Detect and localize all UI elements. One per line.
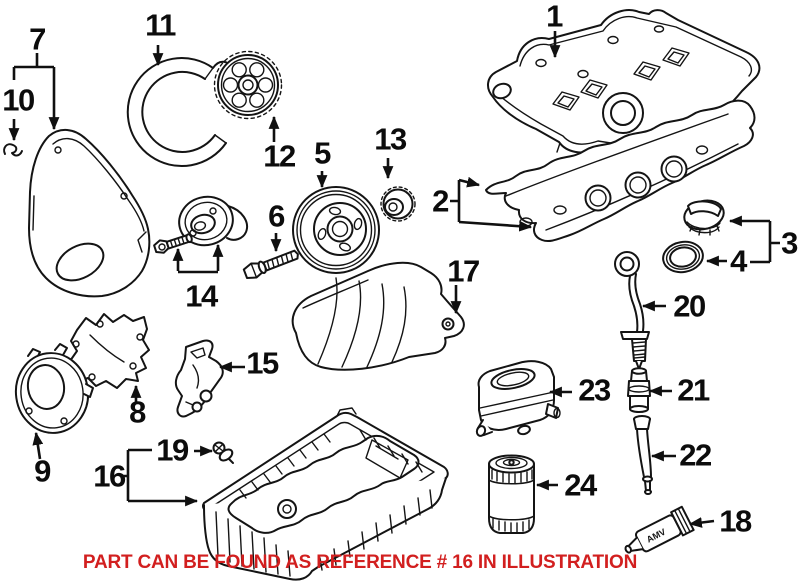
dipstick-drawing <box>614 251 650 370</box>
part-ref-5: 5 <box>314 135 331 171</box>
camshaft-gear-drawing <box>213 50 283 120</box>
part-ref-2: 2 <box>432 183 449 219</box>
small-gear-drawing <box>380 186 416 222</box>
valve-cover-gasket-drawing <box>485 99 756 243</box>
cap-seal-drawing <box>662 240 704 274</box>
part-ref-17: 17 <box>447 253 480 289</box>
clip-drawing <box>3 143 23 157</box>
timing-belt-drawing <box>126 57 233 167</box>
drain-plug-drawing <box>212 441 234 464</box>
part-ref-19: 19 <box>156 432 189 468</box>
sealant-tube-drawing: AMV <box>624 505 695 554</box>
part-ref-10: 10 <box>2 82 35 118</box>
tensioner-drawing <box>153 195 248 254</box>
oil-cooler-drawing <box>475 360 561 437</box>
part-ref-8: 8 <box>129 394 146 430</box>
dipstick-tube-drawing <box>633 415 653 495</box>
seal-plate-drawing <box>14 343 94 434</box>
part-ref-18: 18 <box>719 503 752 539</box>
part-ref-6: 6 <box>268 198 285 234</box>
part-ref-15: 15 <box>246 345 279 381</box>
part-ref-21: 21 <box>677 372 710 408</box>
part-ref-3: 3 <box>781 225 798 261</box>
oil-filler-cap-drawing <box>683 199 725 236</box>
pulley-bolt-drawing <box>242 249 299 279</box>
reference-note: PART CAN BE FOUND AS REFERENCE # 16 IN I… <box>82 552 638 573</box>
part-ref-22: 22 <box>679 437 712 473</box>
crankshaft-pulley-drawing <box>292 186 380 274</box>
oil-pan-drawing <box>202 407 449 581</box>
part-ref-24: 24 <box>564 467 597 503</box>
part-ref-4: 4 <box>730 243 747 279</box>
support-bracket-drawing <box>174 339 224 418</box>
part-ref-11: 11 <box>145 7 176 43</box>
part-ref-14: 14 <box>185 278 218 314</box>
part-ref-1: 1 <box>546 0 563 34</box>
timing-cover-drawing <box>28 129 151 298</box>
part-ref-12: 12 <box>263 138 296 174</box>
part-ref-20: 20 <box>673 288 706 324</box>
part-ref-16: 16 <box>93 458 126 494</box>
leader-arrows <box>8 31 770 528</box>
bracket-lines <box>12 53 780 501</box>
part-ref-7: 7 <box>29 21 46 57</box>
part-ref-13: 13 <box>374 121 407 157</box>
dipstick-funnel-drawing <box>627 367 651 413</box>
part-ref-9: 9 <box>34 453 51 489</box>
cover-guard-drawing <box>291 261 465 371</box>
part-ref-23: 23 <box>578 372 611 408</box>
oil-filter-drawing <box>488 454 535 534</box>
